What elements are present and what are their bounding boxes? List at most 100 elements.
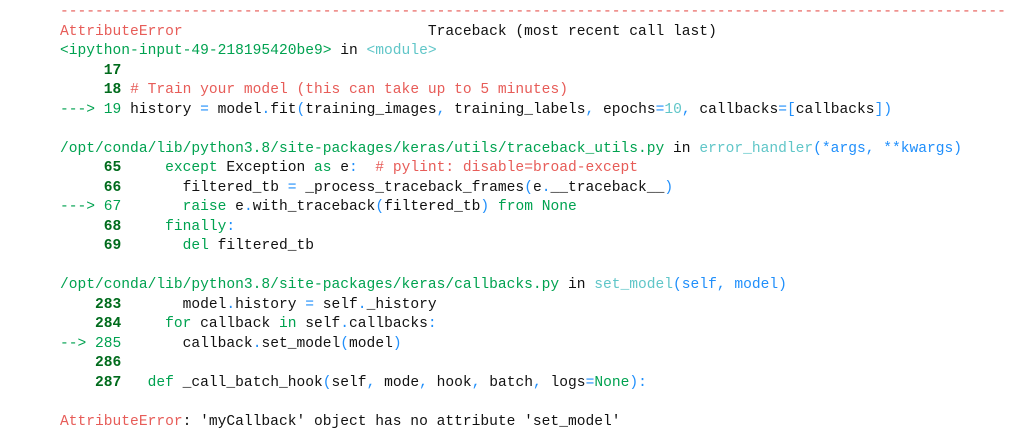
traceback-line <box>60 257 1006 277</box>
code-token <box>121 238 182 254</box>
code-token: filtered_tb <box>384 199 481 215</box>
code-token: history <box>121 101 201 118</box>
code-token: # Train your model (this can take up to … <box>121 82 568 98</box>
code-token: 17 <box>60 62 122 79</box>
code-token: . <box>252 335 262 352</box>
traceback-line: ---> 19 history = model.fit(training_ima… <box>60 101 1006 121</box>
code-token: : <box>427 316 437 332</box>
code-token: (self, model) <box>673 277 787 293</box>
code-token: <module> <box>366 43 437 59</box>
code-token: 284 <box>60 316 122 332</box>
code-token: model <box>208 101 262 118</box>
code-token: . <box>541 179 551 196</box>
code-token <box>121 160 165 176</box>
code-token: . <box>261 101 271 118</box>
code-token <box>121 219 165 235</box>
code-token: ( <box>524 179 533 196</box>
code-token: callback <box>191 316 279 332</box>
code-token: hook <box>427 374 472 391</box>
code-token: ---> 19 <box>60 101 122 118</box>
code-token: e <box>226 199 244 215</box>
code-token: 287 <box>60 374 122 391</box>
code-token <box>121 375 147 391</box>
code-token: self <box>331 374 367 391</box>
code-token: /opt/conda/lib/python3.8/site-packages/k… <box>60 277 560 293</box>
code-token: , <box>419 374 428 391</box>
code-token: callbacks <box>795 101 875 118</box>
code-token: . <box>243 199 253 215</box>
code-token: 65 <box>60 160 122 176</box>
code-token: ( <box>375 199 385 215</box>
code-token: (*args, **kwargs) <box>813 140 963 157</box>
code-token: --> 285 <box>60 335 122 352</box>
code-token: mode <box>375 374 420 391</box>
code-token: 18 <box>60 82 122 98</box>
code-token: , <box>585 101 595 118</box>
code-token: in <box>278 316 297 332</box>
code-token: . <box>357 296 367 313</box>
code-token: self <box>296 316 341 332</box>
code-token: _history <box>366 296 437 313</box>
traceback-line: <ipython-input-49-218195420be9> in <modu… <box>60 42 1006 62</box>
code-token: def <box>147 374 174 391</box>
code-token: , <box>471 374 481 391</box>
code-token: model <box>121 296 227 313</box>
code-token: set_model <box>261 335 341 352</box>
code-token: error_handler <box>699 140 814 157</box>
code-token: . <box>340 316 350 332</box>
code-token: training_images <box>305 101 437 118</box>
code-token: for <box>165 316 192 332</box>
code-token: : <box>349 160 358 176</box>
code-token: logs <box>541 374 586 391</box>
code-token: ---> 67 <box>60 199 122 215</box>
traceback-line: --> 285 callback.set_model(model) <box>60 335 1006 355</box>
code-token: self <box>314 296 358 313</box>
code-token: 286 <box>60 355 122 371</box>
code-token: in <box>331 43 367 59</box>
traceback-line: 17 <box>60 62 1006 82</box>
code-token: = <box>305 296 314 313</box>
code-token: in <box>664 140 700 157</box>
code-token: filtered_tb <box>121 179 288 196</box>
traceback-line: 283 model.history = self._history <box>60 296 1006 316</box>
traceback-line: 287 def _call_batch_hook(self, mode, hoo… <box>60 374 1006 394</box>
code-token: _process_traceback_frames <box>296 179 525 196</box>
traceback-line: 65 except Exception as e: # pylint: disa… <box>60 159 1006 179</box>
code-token: raise <box>182 199 227 215</box>
code-token: with_traceback <box>252 199 376 215</box>
code-token: /opt/conda/lib/python3.8/site-packages/k… <box>60 140 665 157</box>
code-token: . <box>226 296 236 313</box>
code-token: history <box>235 296 306 313</box>
code-token: , <box>533 374 542 391</box>
code-token: ( <box>296 101 306 118</box>
code-token: ]) <box>874 101 893 118</box>
code-token: 283 <box>60 296 122 313</box>
code-token: , <box>436 101 446 118</box>
traceback-line <box>60 120 1006 140</box>
code-token: _call_batch_hook <box>173 374 323 391</box>
code-token: None <box>594 374 630 391</box>
code-token: as <box>314 160 332 176</box>
code-token: = <box>200 101 209 118</box>
code-token: ) <box>480 199 490 215</box>
traceback-line: 284 for callback in self.callbacks: <box>60 315 1006 335</box>
code-token: = <box>585 374 595 391</box>
code-token: AttributeError <box>60 413 183 430</box>
code-token: ): <box>629 374 647 391</box>
code-token: , <box>366 374 376 391</box>
code-token: finally <box>165 218 227 235</box>
traceback-line: /opt/conda/lib/python3.8/site-packages/k… <box>60 140 1006 160</box>
code-token: from <box>489 199 533 215</box>
traceback-line <box>60 393 1006 413</box>
traceback-line: 68 finally: <box>60 218 1006 238</box>
code-token: 10 <box>664 101 682 118</box>
code-token: ) <box>664 179 674 196</box>
code-token: filtered_tb <box>208 238 314 254</box>
code-token: Exception <box>217 160 314 176</box>
traceback-line: 18 # Train your model (this can take up … <box>60 81 1006 101</box>
code-token: ( <box>340 335 350 352</box>
traceback-line: 69 del filtered_tb <box>60 237 1006 257</box>
code-token <box>121 316 165 332</box>
traceback-line: 66 filtered_tb = _process_traceback_fram… <box>60 179 1006 199</box>
code-token: model <box>349 335 393 352</box>
